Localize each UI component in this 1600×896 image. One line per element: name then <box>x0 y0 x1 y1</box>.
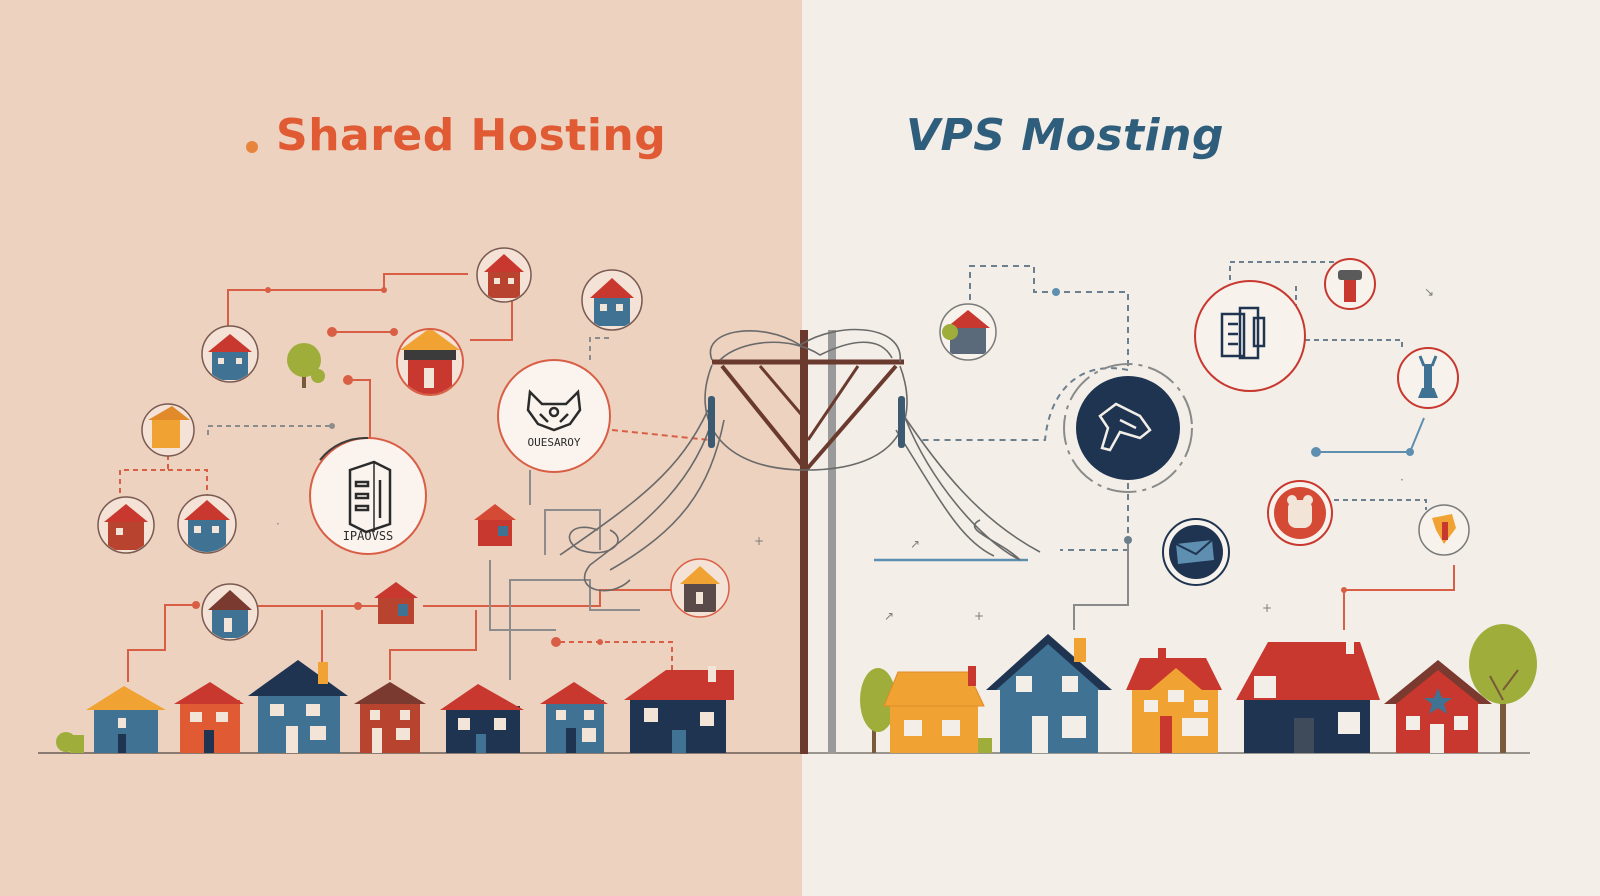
svg-text:+: + <box>974 609 984 623</box>
house-icon-1 <box>56 686 166 753</box>
shared-hosting-title: Shared Hosting <box>276 110 667 161</box>
flag-icon-circle <box>1418 504 1470 556</box>
house-icon-10 <box>1126 648 1222 753</box>
vps-hosting-title: VPS Mosting <box>906 110 1224 161</box>
house-circle-9 <box>670 558 730 618</box>
house-circle-2 <box>581 269 643 331</box>
house-circle-5 <box>141 403 195 457</box>
house-icon-9 <box>986 634 1112 753</box>
envelope-icon-circle <box>1162 518 1230 586</box>
hub-label: OUESAROY <box>528 436 581 449</box>
envelope-icon <box>1175 539 1214 564</box>
sparkles: · + ↗ ↗ + + ↘ · <box>276 285 1434 623</box>
svg-text:+: + <box>1262 601 1272 615</box>
svg-text:+: + <box>754 534 764 548</box>
house-icon-small-1 <box>474 504 516 546</box>
server-icon <box>348 460 392 534</box>
mask-icon <box>526 389 582 432</box>
bear-icon-circle <box>1267 480 1333 546</box>
server-label: IPAOVSS <box>343 529 394 543</box>
svg-text:·: · <box>1400 473 1404 487</box>
house-icon-8 <box>860 666 992 753</box>
house-icon-3 <box>248 660 348 753</box>
svg-text:↘: ↘ <box>1424 285 1434 299</box>
house-icon-5 <box>440 684 524 753</box>
server-icon-circle: IPAOVSS <box>309 436 427 555</box>
svg-text:·: · <box>276 517 280 531</box>
document-icon <box>1220 306 1266 360</box>
house-icon-small-2 <box>374 582 418 624</box>
house-circle-6 <box>97 496 155 554</box>
house-circle-3 <box>201 325 259 383</box>
svg-text:↗: ↗ <box>884 609 894 623</box>
left-house-row <box>56 660 734 753</box>
tree-icon <box>287 343 325 388</box>
house-icon-6 <box>540 682 608 753</box>
document-icon-circle <box>1194 280 1306 392</box>
house-circle-4 <box>396 328 464 396</box>
tree-icon-right <box>1469 624 1537 753</box>
house-icon-7 <box>624 666 734 753</box>
house-icon-2 <box>174 682 244 753</box>
hand-icon-circle <box>1063 363 1193 493</box>
house-circle-8 <box>201 583 259 641</box>
house-circle-7 <box>177 494 237 554</box>
right-line-dots <box>1052 288 1414 593</box>
hand-icon <box>1098 402 1152 452</box>
house-icon-11 <box>1236 634 1380 753</box>
house-circle-1 <box>476 247 532 303</box>
hub-circle: OUESAROY <box>497 359 611 473</box>
title-bullet <box>246 141 258 153</box>
left-line-dots <box>192 287 603 647</box>
svg-text:↗: ↗ <box>910 537 920 551</box>
house-circle-right <box>939 303 997 361</box>
utility-pole-icon <box>559 328 1041 754</box>
tool-icon-circle <box>1397 347 1459 409</box>
plug-icon-circle <box>1324 258 1376 310</box>
house-icon-12 <box>1384 660 1492 753</box>
house-icon-4 <box>354 682 426 753</box>
right-house-row <box>860 624 1537 753</box>
